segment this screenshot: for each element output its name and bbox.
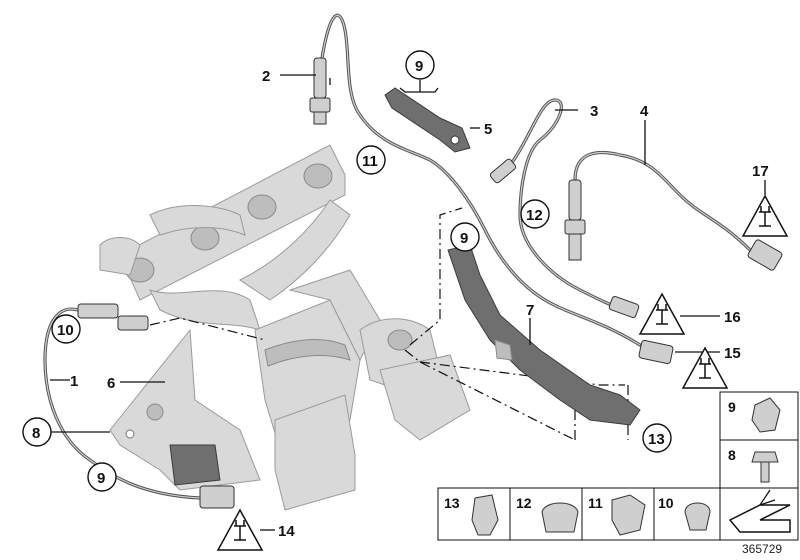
- clip-icon: [541, 502, 579, 533]
- callout-9-top: 9: [415, 58, 423, 75]
- callout-4: 4: [640, 103, 649, 120]
- legend-item-10: 10: [653, 487, 721, 541]
- legend-item-arrow: [719, 487, 799, 541]
- callout-labels: 1 2 3 4 5 6 7 14 15 16 17: [70, 68, 769, 540]
- callout-16: 16: [724, 309, 741, 326]
- warning-plug-icon: [681, 346, 729, 389]
- callout-12: 12: [526, 207, 543, 224]
- callout-5: 5: [484, 121, 492, 138]
- callout-9-low: 9: [97, 470, 105, 487]
- arrow-symbol-icon: [728, 504, 791, 533]
- legend-label-10: 10: [658, 495, 674, 511]
- circled-callouts: 9 11 12 9 10 8 9 13: [22, 50, 672, 492]
- legend-item-11: 11: [581, 487, 655, 541]
- callout-10: 10: [57, 322, 74, 339]
- callout-6: 6: [107, 375, 115, 392]
- callout-11: 11: [362, 153, 378, 170]
- callout-1: 1: [70, 373, 78, 390]
- leader-lines: [50, 74, 766, 531]
- legend-label-11: 11: [588, 495, 603, 511]
- warning-plug-icon: [741, 194, 789, 237]
- callout-15: 15: [724, 345, 741, 362]
- warning-plug-icon: [638, 292, 686, 335]
- clip-icon: [684, 502, 711, 531]
- exhaust-manifold: [99, 144, 351, 331]
- legend-label-12: 12: [516, 495, 532, 511]
- oxygen-sensor-4: [564, 150, 783, 271]
- catalytic-converter: [254, 269, 471, 511]
- callout-17: 17: [752, 163, 769, 180]
- legend-item-9: 9: [719, 391, 799, 441]
- callout-13: 13: [648, 431, 665, 448]
- callout-9-mid: 9: [460, 230, 468, 247]
- heat-shield-5: [384, 87, 471, 153]
- legend-label-8: 8: [728, 447, 736, 463]
- callout-7: 7: [526, 302, 534, 319]
- legend-item-13: 13: [437, 487, 511, 541]
- bracket-7: [447, 244, 641, 426]
- clip-icon: [611, 494, 646, 536]
- legend-label-9: 9: [728, 399, 736, 415]
- warning-plug-icon: [216, 508, 264, 551]
- legend-item-12: 12: [509, 487, 583, 541]
- clip-icon: [471, 494, 499, 536]
- callout-3: 3: [590, 103, 598, 120]
- oxygen-sensor-3: [489, 98, 640, 319]
- bolt-icon: [751, 451, 779, 483]
- callout-2: 2: [262, 68, 270, 85]
- clip-icon: [751, 397, 781, 433]
- callout-8: 8: [32, 425, 40, 442]
- construction-lines: [149, 207, 629, 441]
- legend-label-13: 13: [444, 495, 460, 511]
- bracket-6: [109, 328, 261, 491]
- oxygen-sensor-2: [309, 13, 674, 365]
- oxygen-sensor-1: [43, 303, 235, 509]
- legend-item-8: 8: [719, 439, 799, 489]
- reference-number: 365729: [742, 542, 782, 556]
- callout-14: 14: [278, 523, 295, 540]
